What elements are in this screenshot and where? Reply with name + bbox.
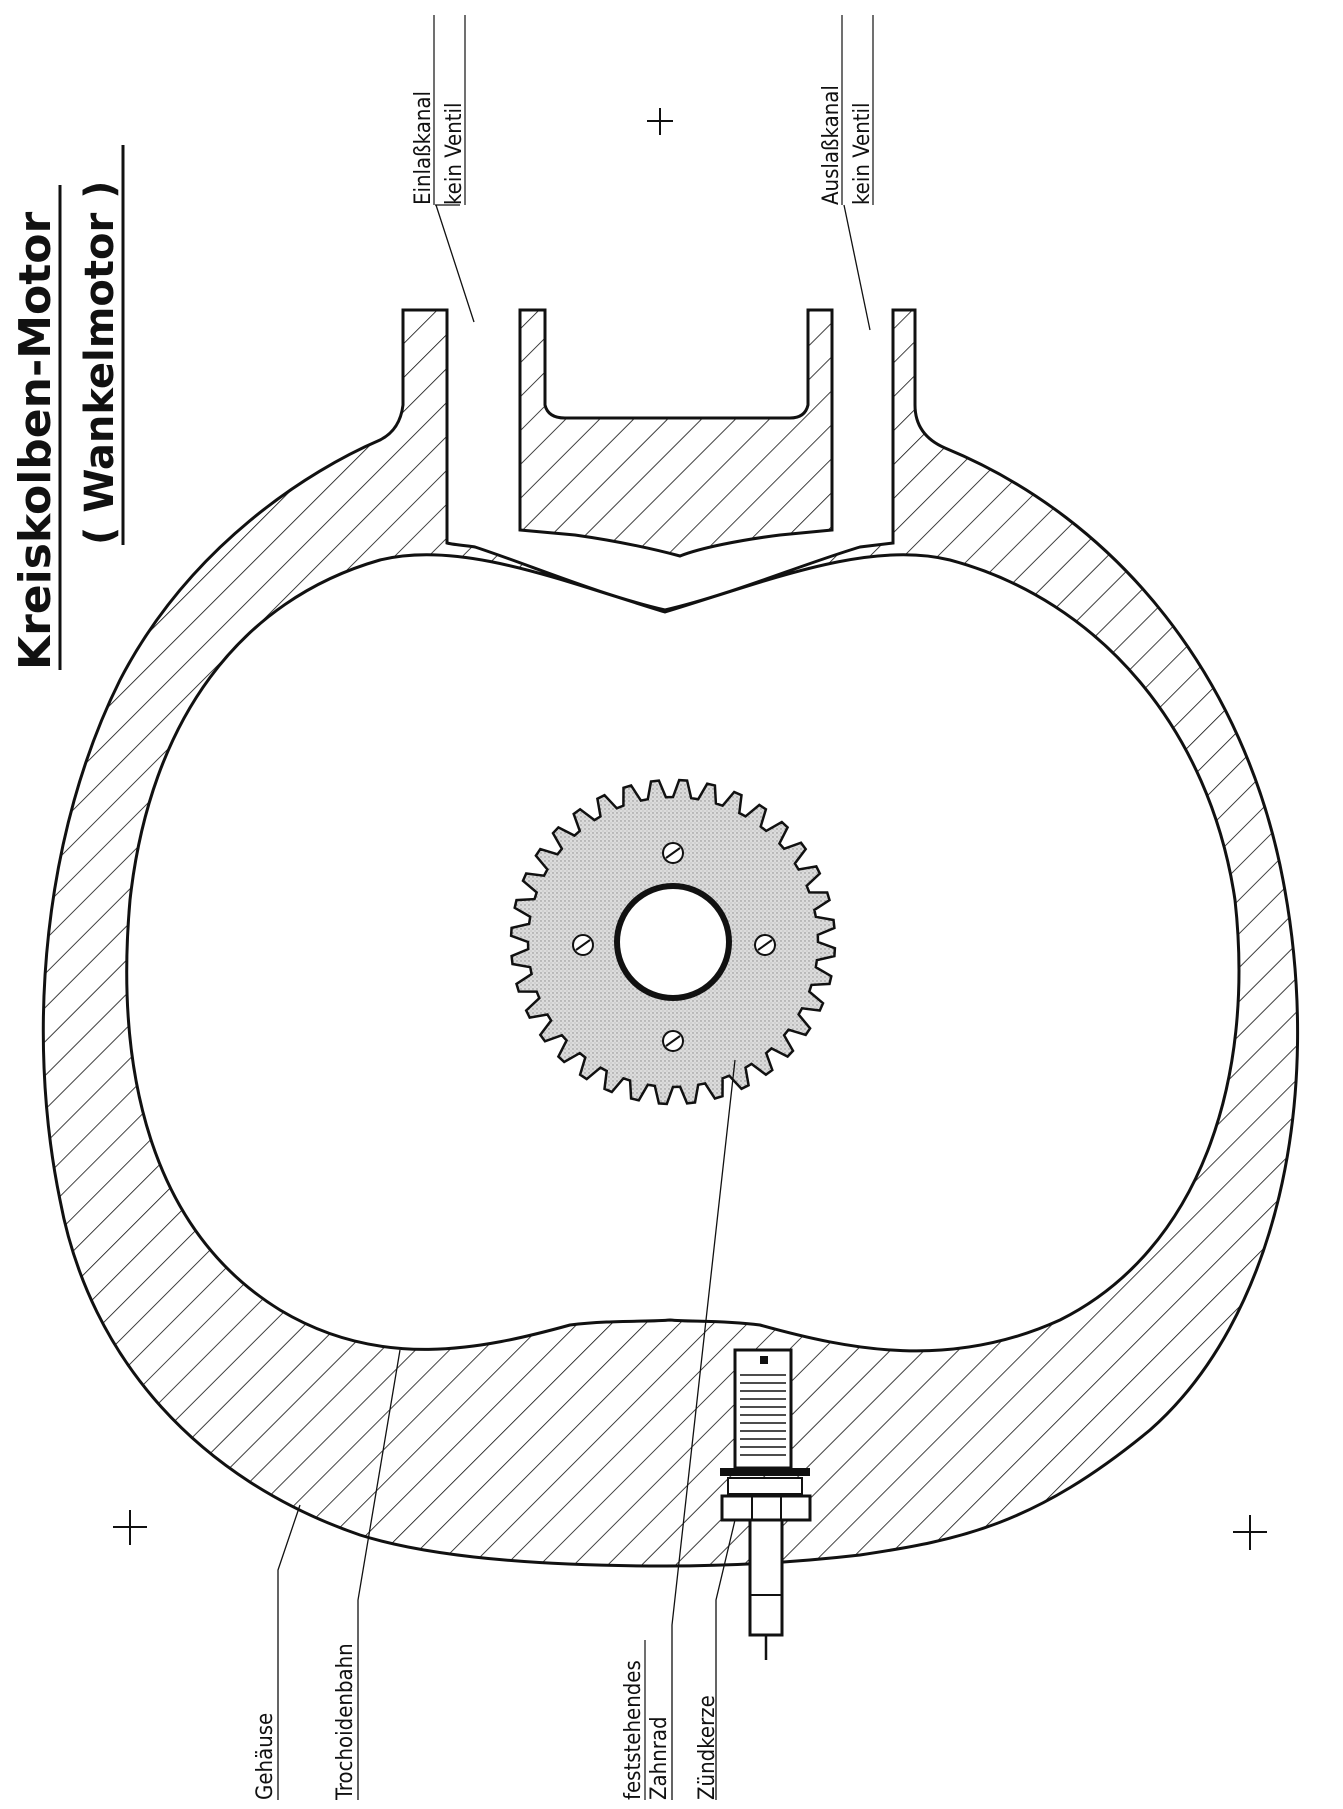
label-exhaust-2: kein Ventil xyxy=(850,102,875,205)
label-intake-1: Einlaßkanal xyxy=(411,91,436,205)
title-block: Kreiskolben-Motor ( Wankelmotor ) xyxy=(10,145,125,670)
housing xyxy=(41,308,1300,1568)
port-labels: Einlaßkanal kein Ventil Auslaßkanal kein… xyxy=(411,15,875,205)
label-trochoid: Trochoidenbahn xyxy=(333,1643,358,1801)
label-gear-1: feststehendes xyxy=(621,1660,646,1800)
label-spark-plug: Zündkerze xyxy=(695,1695,720,1800)
spark-plug xyxy=(720,1348,812,1660)
part-labels: Gehäuse Trochoidenbahn feststehendes Zah… xyxy=(253,1640,720,1801)
port-separator-block xyxy=(518,308,834,558)
gear-screws xyxy=(572,842,776,1052)
label-exhaust-1: Auslaßkanal xyxy=(819,85,844,205)
label-intake-2: kein Ventil xyxy=(442,102,467,205)
label-gear-2: Zahnrad xyxy=(647,1716,672,1800)
housing-body xyxy=(41,308,1300,1568)
registration-marks xyxy=(113,108,1267,1550)
title-sub: ( Wankelmotor ) xyxy=(77,181,123,545)
leader-lines xyxy=(277,204,871,1800)
title-main: Kreiskolben-Motor xyxy=(10,212,61,670)
fixed-gear xyxy=(509,778,837,1106)
label-housing: Gehäuse xyxy=(253,1713,278,1800)
